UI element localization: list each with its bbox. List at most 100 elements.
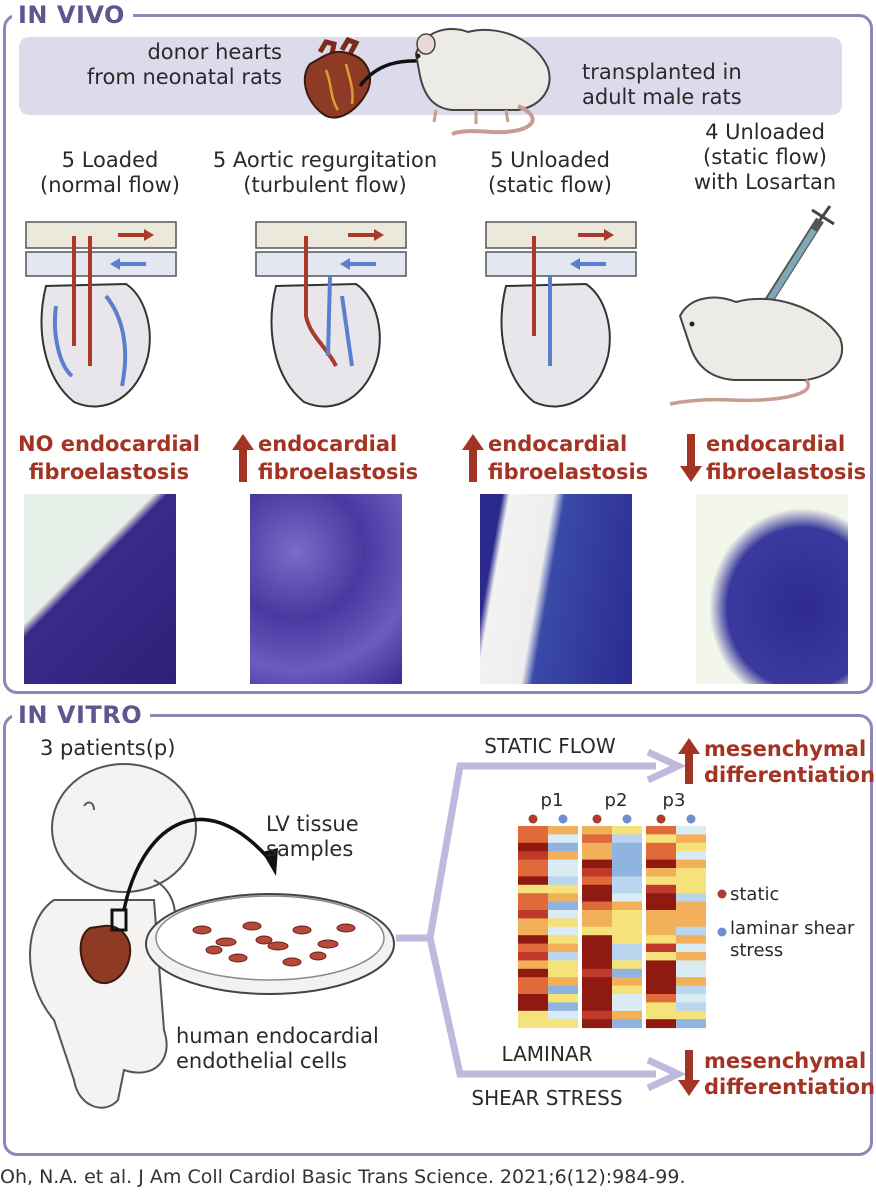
group-3-line1: 5 Unloaded [490, 148, 610, 172]
heatmap-cell [518, 1002, 548, 1012]
heatmap-cell [612, 926, 642, 936]
heatmap-condition-dots [528, 814, 696, 824]
group-1-line2: (normal flow) [40, 173, 180, 198]
heatmap-cell [518, 994, 548, 1003]
heatmap-cell [518, 968, 548, 978]
heatmap-cell [646, 968, 676, 978]
heatmap-cell [646, 926, 676, 936]
legend-static-dot [717, 889, 727, 899]
heatmap-cell [646, 868, 676, 877]
heatmap-cell [612, 834, 642, 844]
heatmap-cell [612, 893, 642, 903]
heatmap-cell [646, 884, 676, 894]
heatmap-cell [518, 868, 548, 877]
heatmap-cell [582, 868, 612, 877]
heatmap-cell [646, 901, 676, 911]
heatmap-cell [646, 893, 676, 903]
heatmap-cell [612, 901, 642, 911]
heatmap-cell [582, 901, 612, 911]
heatmap-cell [612, 842, 642, 852]
petri-dish-illustration [145, 893, 395, 995]
group-4-down-arrow [680, 434, 702, 482]
heatmap-cell [612, 918, 642, 928]
static-flow-label: STATIC FLOW [484, 734, 616, 758]
in-vivo-panel [3, 14, 873, 694]
heatmap-cell [582, 884, 612, 894]
heatmap-cell [676, 842, 706, 852]
heatmap-cell [646, 859, 676, 869]
in-vivo-title: IN VIVO [12, 2, 133, 28]
heatmap-cell [548, 893, 578, 903]
heatmap-cell [582, 1002, 612, 1012]
group-2-outcome-line1: endocardial [258, 432, 398, 456]
heatmap-cell [676, 859, 706, 869]
heatmap-cell [582, 834, 612, 844]
donor-text-line1: donor hearts [147, 40, 282, 64]
heatmap-cell [676, 884, 706, 894]
histology-loaded [24, 494, 176, 684]
heatmap-cell [646, 918, 676, 928]
heart-diagram-loaded [25, 221, 177, 408]
heatmap-cell [582, 994, 612, 1003]
heatmap-cell [548, 910, 578, 919]
cells-label-line1: human endocardial [176, 1024, 379, 1048]
heatmap-cell [676, 876, 706, 886]
heatmap-cell [676, 851, 706, 861]
heatmap-cell [582, 1010, 612, 1020]
heatmap-cell [518, 985, 548, 995]
heatmap-cell [612, 994, 642, 1003]
heatmap-cell [676, 1010, 706, 1020]
lv-samples-line2: samples [266, 837, 354, 862]
heatmap-cell [548, 876, 578, 886]
heatmap-cell [612, 859, 642, 869]
heatmap-cell [646, 1019, 676, 1029]
histology-unloaded [480, 494, 632, 684]
heatmap-cell [646, 851, 676, 861]
heatmap-cell [646, 876, 676, 886]
group-1-outcome-line2: fibroelastosis [28, 460, 190, 484]
adult-rat-illustration [414, 28, 551, 136]
heatmap-cell [676, 943, 706, 953]
heatmap-cell [518, 876, 548, 886]
group-4-caption: 4 Unloaded (static flow) with Losartan [670, 120, 860, 196]
rat-losartan-illustration [669, 205, 843, 406]
laminar-label-1: LAMINAR [501, 1042, 593, 1066]
donor-text-line2: from neonatal rats [86, 65, 282, 90]
heatmap-cell [612, 1019, 642, 1029]
legend-laminar-label: laminar shear stress [730, 918, 870, 961]
heatmap-cell [518, 826, 548, 835]
group-1-caption: 5 Loaded (normal flow) [20, 148, 200, 198]
lv-samples-label: LV tissue samples [266, 812, 396, 862]
heatmap-cell [518, 901, 548, 911]
group-4-line2: (static flow) [703, 145, 827, 170]
heatmap-cell [582, 826, 612, 835]
static-dot [592, 814, 602, 824]
in-vitro-panel [3, 714, 873, 1156]
heatmap-cell [518, 884, 548, 894]
heatmap-cell [582, 952, 612, 961]
heatmap-cell [548, 935, 578, 945]
vitro-up-arrow [678, 738, 700, 784]
heatmap-cell [548, 834, 578, 844]
group-2-caption: 5 Aortic regurgitation (turbulent flow) [200, 148, 450, 198]
heatmap-cell [518, 834, 548, 844]
laminar-dot [686, 814, 696, 824]
legend-static-label: static [730, 884, 780, 905]
recipient-text: transplanted in adult male rats [582, 60, 782, 110]
heatmap-cell [518, 952, 548, 961]
heatmap-cell [646, 826, 676, 835]
heatmap-cell [582, 968, 612, 978]
donor-text: donor hearts from neonatal rats [70, 40, 282, 90]
group-2-outcome-line2: fibroelastosis [258, 460, 419, 484]
group-3-line2: (static flow) [488, 173, 612, 198]
heatmap-cell [548, 985, 578, 995]
heatmap-cell [612, 935, 642, 945]
heatmap-cell [646, 977, 676, 987]
heatmap-cell [548, 842, 578, 852]
heatmap-cell [676, 960, 706, 970]
heatmap-cell [612, 968, 642, 978]
heatmap-cell [518, 1010, 548, 1020]
heatmap-cell [612, 1002, 642, 1012]
legend-laminar-line1: laminar shear [730, 918, 855, 939]
heatmap-cell [582, 910, 612, 919]
